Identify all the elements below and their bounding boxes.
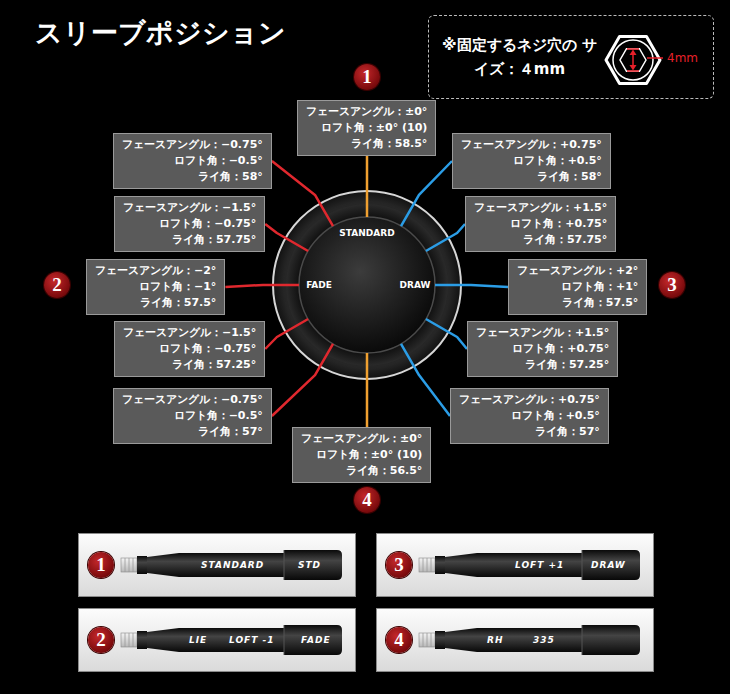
sleeve-marking: STD <box>298 559 321 571</box>
spec-box: フェースアングル：−0.75°ロフト角：−0.5°ライ角：57° <box>113 388 272 444</box>
note-text: ※固定するネジ穴の サイズ：４mm <box>437 33 602 81</box>
spec-text: フェースアングル：±0° <box>306 104 427 120</box>
dimension-label: 4mm <box>667 51 698 65</box>
sleeve-marking: STANDARD <box>201 559 264 571</box>
spec-text: ライ角：57.5° <box>517 295 638 311</box>
spec-box: フェースアングル：−0.75°ロフト角：−0.5°ライ角：58° <box>113 133 272 189</box>
callout-number: 2 <box>88 627 114 653</box>
leader-line <box>401 161 452 226</box>
callout-number: 1 <box>88 552 114 578</box>
spec-text: ライ角：58.5° <box>306 136 427 152</box>
sleeve-panel: LOFT +1 DRAW 3 <box>376 533 654 597</box>
spec-box: フェースアングル：−1.5°ロフト角：−0.75°ライ角：57.75° <box>114 196 265 252</box>
leader-line <box>426 224 465 251</box>
spec-text: ロフト角：−1° <box>95 279 216 295</box>
spec-text: フェースアングル：+1.5° <box>474 200 607 216</box>
callout-text: 2 <box>52 274 62 295</box>
sleeve-marking: RH <box>487 634 503 646</box>
callout-text: 2 <box>96 629 106 650</box>
spec-text: フェースアングル：+0.75° <box>461 137 602 153</box>
callout-number: 4 <box>386 627 412 653</box>
spec-text: ロフト角：+1° <box>517 279 638 295</box>
spec-text: フェースアングル：+1.5° <box>476 325 609 341</box>
leader-line <box>272 344 333 416</box>
leader-line <box>265 319 308 349</box>
spec-text: フェースアングル：−1.5° <box>123 200 256 216</box>
spec-box: フェースアングル：+0.75°ロフト角：+0.5°ライ角：58° <box>452 133 611 189</box>
leader-line <box>366 353 369 427</box>
callout-number: 4 <box>354 487 380 513</box>
leader-line <box>435 285 508 287</box>
spec-text: フェースアングル：+0.75° <box>459 392 600 408</box>
callout-number: 2 <box>44 272 70 298</box>
dial-label: STANDARD <box>339 228 394 239</box>
spec-text: ライ角：57.75° <box>474 232 607 248</box>
spec-text: ロフト角：−0.5° <box>122 153 263 169</box>
spec-text: ロフト角：+0.75° <box>474 216 607 232</box>
spec-text: ロフト角：+0.5° <box>461 153 602 169</box>
spec-text: ライ角：57.5° <box>95 295 216 311</box>
spec-text: ロフト角：±0° (10) <box>306 120 427 136</box>
sleeve-marking: LOFT -1 <box>229 634 274 646</box>
spec-text: ロフト角：−0.75° <box>123 341 256 357</box>
spec-text: ロフト角：−0.75° <box>123 216 256 232</box>
spec-text: ライ角：58° <box>122 169 263 185</box>
sleeve-marking: LIE <box>189 634 207 646</box>
spec-box: フェースアングル：+1.5°ロフト角：+0.75°ライ角：57.25° <box>467 321 618 377</box>
sleeve-panel: STANDARD STD 1 <box>78 533 356 597</box>
spec-text: ロフト角：−0.5° <box>122 408 263 424</box>
spec-text: フェースアングル：−0.75° <box>122 137 263 153</box>
spec-text: ライ角：57.25° <box>123 357 256 373</box>
sleeve-marking: LOFT +1 <box>515 559 564 571</box>
page-title: スリーブポジション <box>35 16 286 50</box>
spec-box: フェースアングル：±0°ロフト角：±0° (10)ライ角：56.5° <box>292 427 431 483</box>
sleeve-illustration <box>377 609 653 671</box>
leader-line <box>366 156 369 217</box>
leader-line <box>426 319 467 349</box>
spec-text: ライ角：58° <box>461 169 602 185</box>
spec-text: フェースアングル：−1.5° <box>123 325 256 341</box>
spec-box: フェースアングル：+2°ロフト角：+1°ライ角：57.5° <box>508 259 647 315</box>
callout-text: 3 <box>394 554 404 575</box>
callout-number: 3 <box>386 552 412 578</box>
spec-box: フェースアングル：±0°ロフト角：±0° (10)ライ角：58.5° <box>297 100 436 156</box>
leader-line <box>265 224 308 251</box>
leader-line <box>225 285 299 287</box>
sleeve-marking: DRAW <box>591 559 626 571</box>
callout-text: 4 <box>394 629 404 650</box>
sleeve-dial: STANDARD FADE DRAW <box>272 190 462 380</box>
sleeve-panel: RH 335 4 <box>376 608 654 672</box>
sleeve-panel: LIE LOFT -1 FADE 2 <box>78 608 356 672</box>
dial-label: DRAW <box>400 280 431 291</box>
spec-box: フェースアングル：+1.5°ロフト角：+0.75°ライ角：57.75° <box>465 196 616 252</box>
spec-text: フェースアングル：±0° <box>301 431 422 447</box>
spec-text: ライ角：57° <box>459 424 600 440</box>
spec-text: ライ角：56.5° <box>301 463 422 479</box>
leader-line <box>401 344 450 416</box>
callout-text: 1 <box>362 66 372 87</box>
spec-text: ライ角：57.75° <box>123 232 256 248</box>
spec-text: フェースアングル：−0.75° <box>122 392 263 408</box>
spec-text: フェースアングル：+2° <box>517 263 638 279</box>
dial-label: FADE <box>306 280 332 291</box>
spec-text: フェースアングル：−2° <box>95 263 216 279</box>
callout-text: 1 <box>96 554 106 575</box>
callout-text: 4 <box>362 489 372 510</box>
spec-text: ロフト角：+0.5° <box>459 408 600 424</box>
spec-box: フェースアングル：−2°ロフト角：−1°ライ角：57.5° <box>86 259 225 315</box>
spec-text: ロフト角：+0.75° <box>476 341 609 357</box>
callout-number: 1 <box>354 64 380 90</box>
leader-line <box>272 161 333 226</box>
spec-text: ライ角：57.25° <box>476 357 609 373</box>
sleeve-marking: 335 <box>533 634 555 646</box>
callout-number: 3 <box>659 272 685 298</box>
sleeve-marking: FADE <box>301 634 331 646</box>
spec-text: ライ角：57° <box>122 424 263 440</box>
callout-text: 3 <box>667 274 677 295</box>
spec-box: フェースアングル：+0.75°ロフト角：+0.5°ライ角：57° <box>450 388 609 444</box>
spec-box: フェースアングル：−1.5°ロフト角：−0.75°ライ角：57.25° <box>114 321 265 377</box>
spec-text: ロフト角：±0° (10) <box>301 447 422 463</box>
